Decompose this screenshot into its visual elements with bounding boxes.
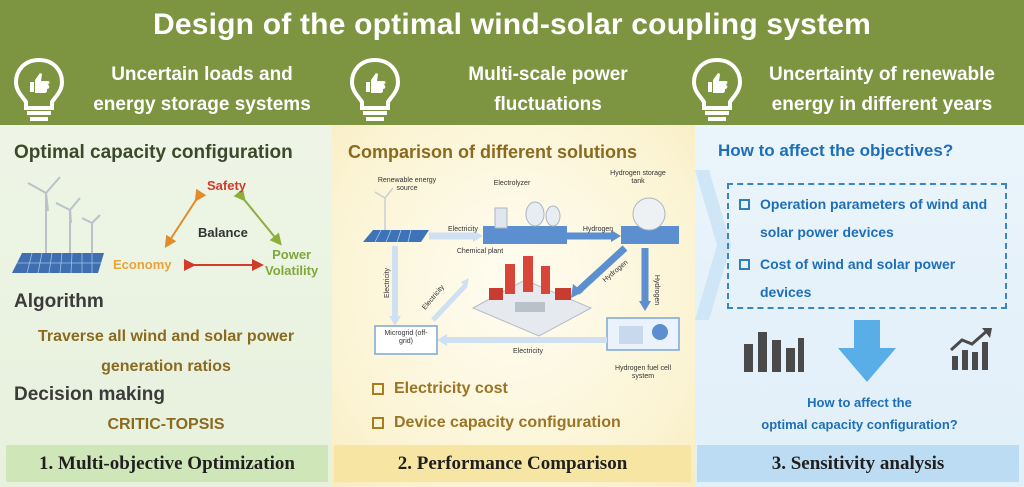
hydrogen-system-diagram xyxy=(363,187,680,355)
header-item-1: Uncertain loads and energy storage syste… xyxy=(12,56,332,122)
factor-item-1: Operation parameters of wind and solar p… xyxy=(760,196,988,240)
volatility-line2: Volatility xyxy=(265,263,319,278)
panel2-title: Comparison of different solutions xyxy=(348,142,638,162)
lightbulb-icon xyxy=(691,57,743,121)
checkbox-icon xyxy=(739,199,750,210)
header-item-3-line1: Uncertainty of renewable xyxy=(769,64,995,85)
label-electricity-bottom: Electricity xyxy=(513,348,543,355)
decision-text: CRITIC-TOPSIS xyxy=(107,416,225,433)
checkbox-icon xyxy=(372,417,384,429)
header-item-3: Uncertainty of renewable energy in diffe… xyxy=(690,56,1020,122)
comparison-item-2: Device capacity configuration xyxy=(394,414,621,431)
algorithm-text: Traverse all wind and solar power genera… xyxy=(37,328,295,375)
triangle-balance-label: Balance xyxy=(198,225,248,240)
volatility-line1: Power xyxy=(272,247,312,262)
panel-optimization xyxy=(0,125,332,487)
header-item-2-line1: Multi-scale power xyxy=(468,64,628,85)
chevron-right-icon xyxy=(695,170,731,320)
bar-chart-icon xyxy=(744,332,804,372)
panel1-title: Optimal capacity configuration xyxy=(14,142,293,163)
footer-comparison: 2. Performance Comparison xyxy=(334,445,691,482)
label-storage: Hydrogen storage tank xyxy=(610,170,666,185)
lightbulb-icon xyxy=(349,57,401,121)
label-chemical-plant: Chemical plant xyxy=(456,248,504,255)
label-fuel-cell: Hydrogen fuel cell system xyxy=(614,365,672,380)
label-hydrogen-top: Hydrogen xyxy=(582,226,614,233)
arrow-down-icon xyxy=(838,320,896,382)
factors-box xyxy=(727,183,1007,309)
factor-item-2: Cost of wind and solar power devices xyxy=(760,256,956,300)
checkbox-icon xyxy=(739,259,750,270)
checkbox-icon xyxy=(372,383,384,395)
label-hydrogen-right: Hydrogen xyxy=(653,274,660,306)
triangle-safety-label: Safety xyxy=(207,178,247,193)
main-title: Design of the optimal wind-solar couplin… xyxy=(152,8,871,41)
label-microgrid: Microgrid (off-grid) xyxy=(384,330,428,345)
header-banner: Design of the optimal wind-solar couplin… xyxy=(0,0,1024,125)
footer-optimization: 1. Multi-objective Optimization xyxy=(6,445,328,482)
balance-triangle-arrows xyxy=(164,188,282,271)
header-item-2-line2: fluctuations xyxy=(494,94,602,115)
panel-sensitivity xyxy=(695,125,1024,487)
header-item-1-line2: energy storage systems xyxy=(93,94,311,115)
header-item-3-line2: energy in different years xyxy=(771,94,993,115)
header-item-1-line1: Uncertain loads and xyxy=(111,64,293,85)
label-electricity-left: Electricity xyxy=(384,268,391,298)
triangle-economy-label: Economy xyxy=(113,257,172,272)
wind-solar-illustration xyxy=(12,176,104,274)
decision-heading: Decision making xyxy=(14,384,165,405)
footer-sensitivity: 3. Sensitivity analysis xyxy=(697,445,1019,482)
sensitivity-question-line1: How to affect the xyxy=(807,395,912,410)
comparison-item-1: Electricity cost xyxy=(394,380,508,397)
label-electricity-top: Electricity xyxy=(448,226,478,233)
header-item-2: Multi-scale power fluctuations xyxy=(348,56,688,122)
triangle-volatility-label: Power Volatility xyxy=(265,247,318,279)
label-renewable: Renewable energy source xyxy=(377,177,437,192)
panel3-title: How to affect the objectives? xyxy=(718,141,954,160)
sensitivity-question-line2: optimal capacity configuration? xyxy=(761,417,958,432)
label-electrolyzer: Electrolyzer xyxy=(493,180,531,187)
trend-chart-icon xyxy=(949,328,992,370)
algorithm-heading: Algorithm xyxy=(14,291,104,312)
lightbulb-icon xyxy=(13,57,65,121)
sensitivity-question: How to affect the optimal capacity confi… xyxy=(695,392,1024,436)
